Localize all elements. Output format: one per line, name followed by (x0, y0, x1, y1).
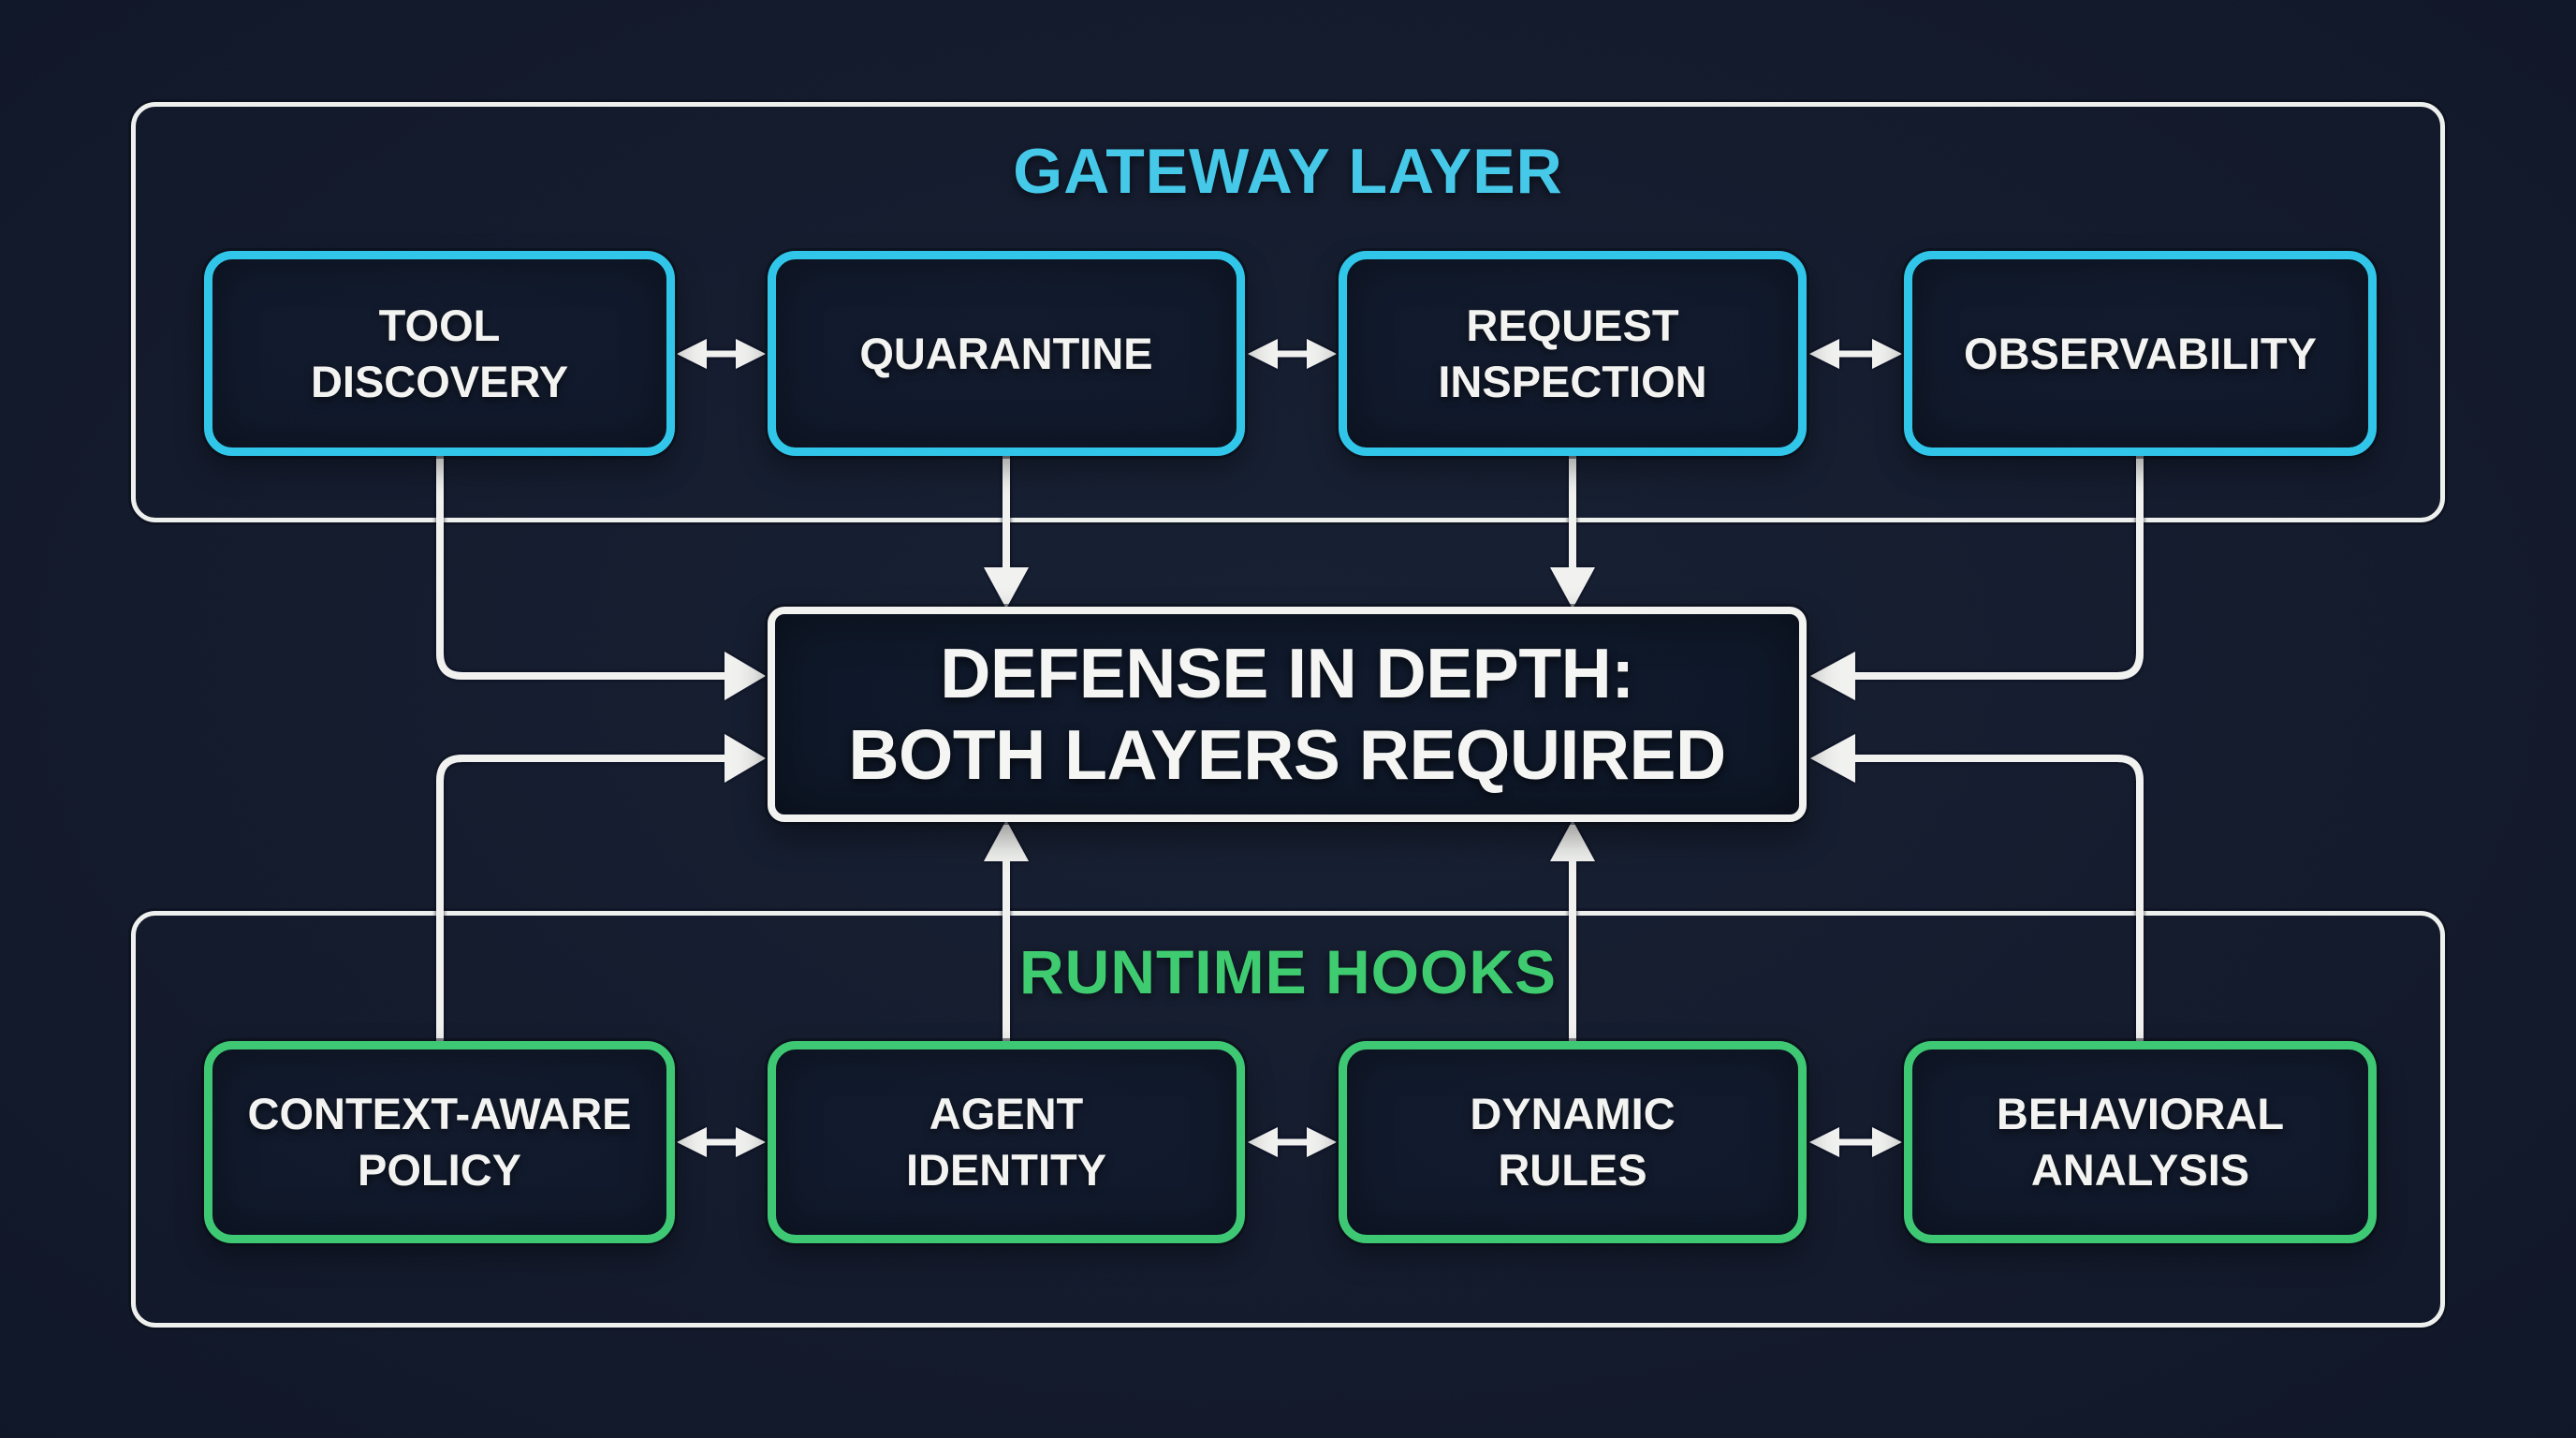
box-tool-discovery: TOOL DISCOVERY (204, 251, 675, 456)
box-label-line: QUARANTINE (859, 328, 1153, 378)
arrow-request-inspection-to-defense (1550, 456, 1595, 609)
box-observability: OBSERVABILITY (1904, 251, 2377, 456)
box-label-line: IDENTITY (905, 1145, 1107, 1195)
two-way-arrow-agent-identity-dynamic-rules (1248, 1127, 1337, 1157)
two-way-arrow-request-inspection-observability (1809, 339, 1902, 369)
defense-in-depth-box: DEFENSE IN DEPTH: BOTH LAYERS REQUIRED (768, 607, 1807, 822)
box-request-inspection: REQUEST INSPECTION (1339, 251, 1807, 456)
box-label-line: DYNAMIC (1470, 1089, 1676, 1138)
arrow-observability-to-defense (1810, 456, 2144, 700)
box-label-line: DISCOVERY (310, 356, 569, 406)
arrow-quarantine-to-defense (984, 456, 1029, 609)
arrow-behavioral-analysis-to-defense (1810, 734, 2144, 1041)
arrow-context-aware-policy-to-defense (436, 734, 766, 1041)
box-dynamic-rules: DYNAMIC RULES (1339, 1041, 1807, 1243)
box-label-line: ANALYSIS (2030, 1145, 2250, 1195)
box-label-line: REQUEST (1466, 300, 1679, 350)
box-context-aware-policy: CONTEXT-AWARE POLICY (204, 1041, 675, 1243)
defense-line: DEFENSE IN DEPTH: (940, 634, 1634, 712)
box-label-line: OBSERVABILITY (1964, 328, 2317, 378)
box-quarantine: QUARANTINE (768, 251, 1245, 456)
arrow-agent-identity-to-defense (984, 820, 1029, 1041)
box-label-line: BEHAVIORAL (1996, 1089, 2285, 1138)
box-label-line: CONTEXT-AWARE (247, 1089, 632, 1138)
two-way-arrow-quarantine-request-inspection (1248, 339, 1337, 369)
arrow-tool-discovery-to-defense (436, 456, 766, 700)
box-agent-identity: AGENT IDENTITY (768, 1041, 1245, 1243)
two-way-arrow-dynamic-rules-behavioral-analysis (1809, 1127, 1902, 1157)
box-label-line: AGENT (929, 1089, 1084, 1138)
box-label-line: POLICY (358, 1145, 521, 1195)
two-way-arrow-tool-discovery-quarantine (677, 339, 766, 369)
defense-line: BOTH LAYERS REQUIRED (848, 715, 1726, 794)
box-label-line: TOOL (378, 300, 501, 350)
box-label-line: INSPECTION (1438, 356, 1707, 406)
box-behavioral-analysis: BEHAVIORAL ANALYSIS (1904, 1041, 2377, 1243)
box-label-line: RULES (1498, 1145, 1647, 1195)
two-way-arrow-context-aware-policy-agent-identity (677, 1127, 766, 1157)
arrow-dynamic-rules-to-defense (1550, 820, 1595, 1041)
